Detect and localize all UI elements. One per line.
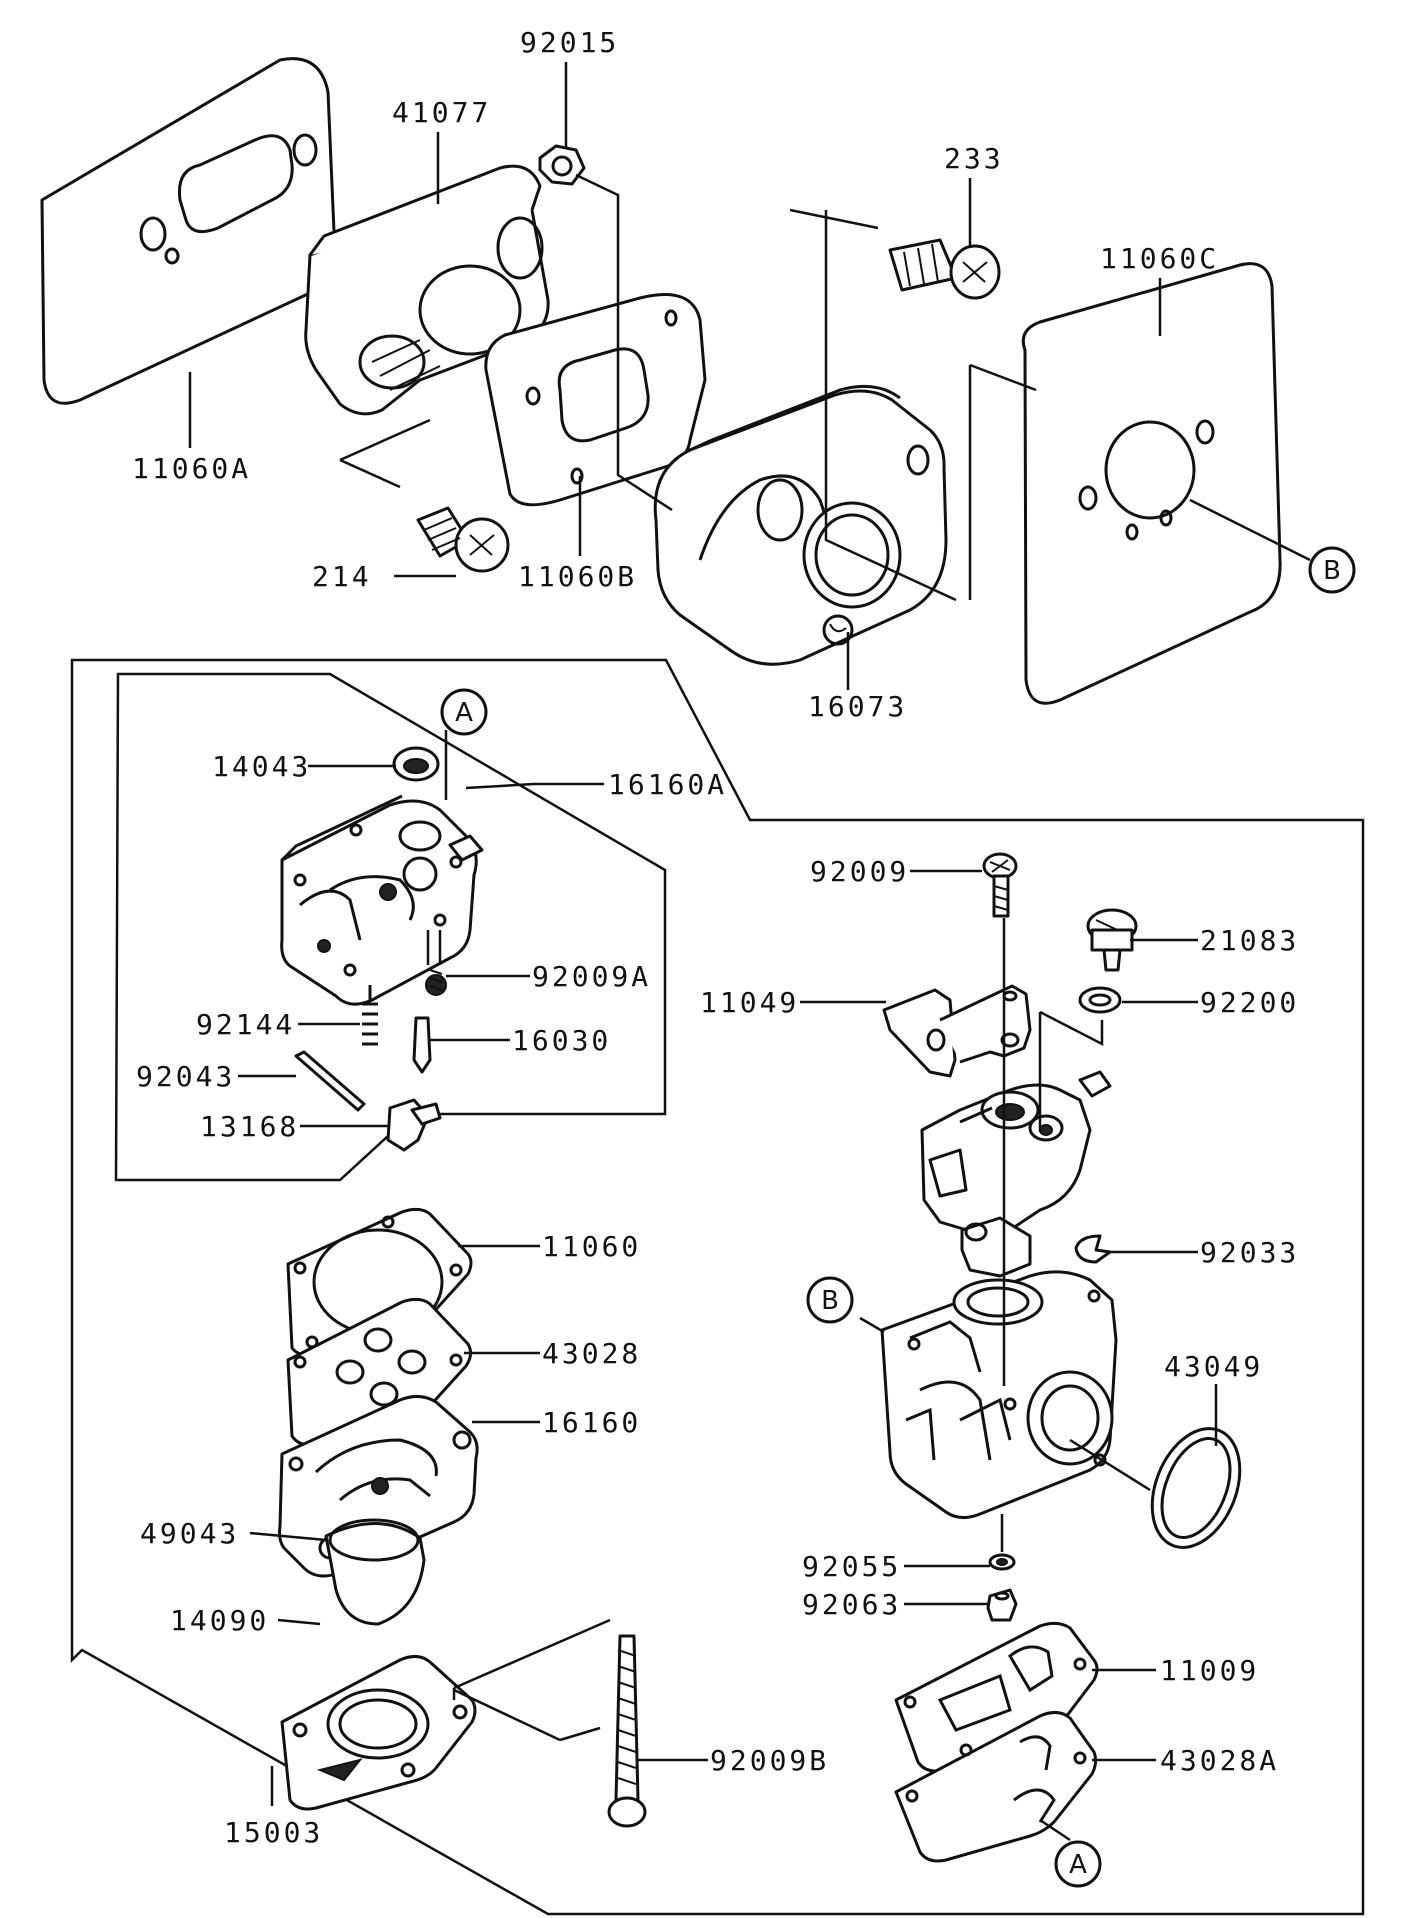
label-15003: 15003 [224, 1816, 323, 1849]
svg-text:B: B [1323, 556, 1341, 586]
part-11060b-gasket [484, 293, 707, 507]
label-233: 233 [944, 142, 1004, 175]
svg-text:A: A [455, 698, 473, 728]
label-13168: 13168 [200, 1110, 299, 1143]
label-21083: 21083 [1200, 924, 1299, 957]
part-92015-nut [538, 144, 586, 186]
part-92200-washer [1078, 986, 1122, 1014]
label-49043: 49043 [140, 1517, 239, 1550]
label-43049: 43049 [1164, 1350, 1263, 1383]
label-92063: 92063 [802, 1588, 901, 1621]
part-throttle-body [920, 1070, 1112, 1278]
part-92009a-screw [425, 930, 447, 996]
top-assembly-lines [339, 173, 1037, 602]
label-11060b: 11060B [518, 560, 637, 593]
label-41077: 41077 [392, 96, 491, 129]
ref-circle-a-bottom: A [1054, 1840, 1102, 1888]
label-16030: 16030 [512, 1024, 611, 1057]
part-carburetor-main-body [880, 1270, 1118, 1519]
label-43028a: 43028A [1160, 1744, 1279, 1777]
part-92063-plug [986, 1588, 1018, 1622]
carburetor-assembly-outline [70, 658, 1365, 1916]
part-43049-gasket-ring [1150, 1427, 1242, 1549]
part-92009b-screw [607, 1634, 647, 1828]
part-16030-needle [412, 1016, 432, 1074]
part-16160-body [278, 1395, 479, 1578]
label-14090: 14090 [170, 1604, 269, 1637]
part-11060c-gasket [1021, 262, 1282, 705]
ref-circle-a-top: A [440, 688, 488, 736]
label-92144: 92144 [196, 1008, 295, 1041]
svg-text:A: A [1069, 1850, 1087, 1880]
part-92009-screw [982, 852, 1018, 918]
part-92144-spring [362, 985, 378, 1046]
label-92015: 92015 [520, 26, 619, 59]
part-pump-body [280, 794, 484, 1006]
label-16160: 16160 [542, 1406, 641, 1439]
label-16160a: 16160A [608, 768, 727, 801]
part-233-screw [888, 238, 1001, 300]
part-49043-primer-bulb [324, 1518, 426, 1626]
part-11060a-gasket [40, 57, 337, 405]
label-92200: 92200 [1200, 986, 1299, 1019]
left-stack-lines [452, 1618, 611, 1742]
part-92055-washer [988, 1553, 1016, 1571]
label-92009: 92009 [810, 855, 909, 888]
part-92033-clip [1074, 1234, 1112, 1264]
ref-circle-b-right: B [1308, 546, 1356, 594]
label-14043: 14043 [212, 750, 311, 783]
part-41077-insulator [304, 164, 550, 416]
pump-subassembly-outline [114, 672, 667, 1182]
part-labels: 11060A 41077 92015 233 11060C 214 11060B… [132, 26, 1299, 1849]
label-11060c: 11060C [1100, 242, 1219, 275]
svg-text:B: B [821, 1286, 839, 1316]
part-21083-adjust-screw [1086, 908, 1138, 972]
part-14043-cap [392, 746, 440, 782]
part-92043-pin [294, 1050, 366, 1112]
part-214-screw [416, 506, 510, 573]
label-11060a: 11060A [132, 452, 251, 485]
right-stack-lines [1000, 918, 1151, 1552]
ref-circle-b-left: B [806, 1276, 854, 1324]
label-92055: 92055 [802, 1550, 901, 1583]
leader-lines [188, 62, 1311, 1842]
label-214: 214 [312, 560, 372, 593]
part-11049-lever [882, 984, 1032, 1078]
label-11049: 11049 [700, 986, 799, 1019]
part-13168-lever [386, 1098, 442, 1152]
label-92033: 92033 [1200, 1236, 1299, 1269]
label-11009: 11009 [1160, 1654, 1259, 1687]
label-92009a: 92009A [532, 960, 651, 993]
label-11060: 11060 [542, 1230, 641, 1263]
part-16073-block [653, 384, 948, 666]
label-92009b: 92009B [710, 1744, 829, 1777]
label-43028: 43028 [542, 1337, 641, 1370]
label-92043: 92043 [136, 1060, 235, 1093]
part-14090-cover [280, 1655, 477, 1811]
label-16073: 16073 [808, 690, 907, 723]
